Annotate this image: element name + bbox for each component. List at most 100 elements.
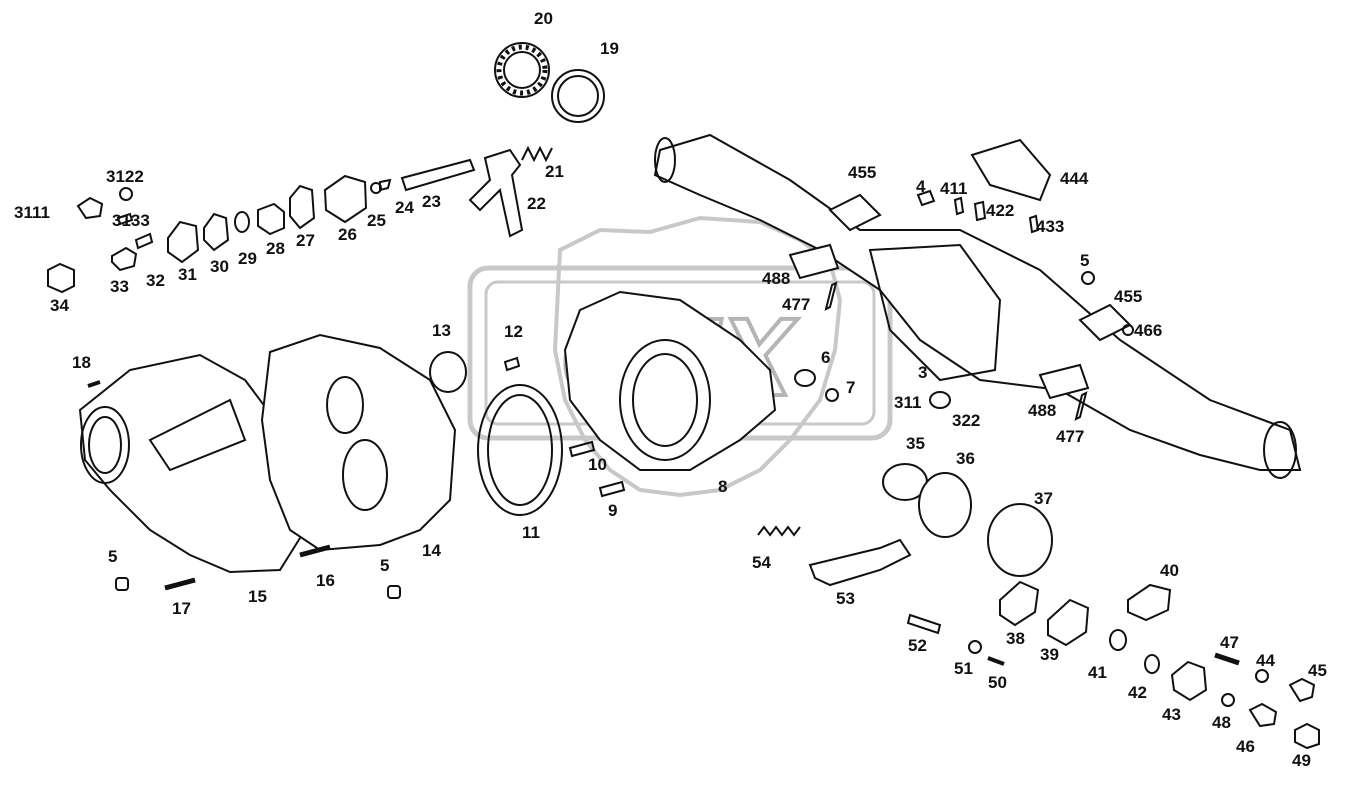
callout-49[interactable]: 49: [1292, 751, 1311, 770]
bolt-47: [1214, 652, 1240, 666]
callout-21[interactable]: 21: [545, 162, 564, 181]
switch-33: [111, 246, 138, 272]
callout-18[interactable]: 18: [72, 353, 91, 372]
callout-488a[interactable]: 488: [762, 269, 791, 288]
callout-23[interactable]: 23: [422, 192, 441, 211]
callout-47[interactable]: 47: [1220, 633, 1239, 652]
bolt-411: [953, 196, 965, 216]
callout-5c[interactable]: 5: [1080, 251, 1090, 270]
callout-45[interactable]: 45: [1308, 661, 1327, 680]
callout-44[interactable]: 44: [1256, 651, 1275, 670]
callout-43[interactable]: 43: [1162, 705, 1181, 724]
callout-31[interactable]: 31: [178, 265, 197, 284]
callout-20[interactable]: 20: [534, 9, 553, 28]
callout-5b[interactable]: 5: [380, 556, 390, 575]
callout-33[interactable]: 33: [110, 277, 129, 296]
housing-14: [260, 333, 457, 552]
callout-433[interactable]: 433: [1036, 217, 1065, 236]
bushing-311: [929, 391, 951, 409]
callout-488b[interactable]: 488: [1028, 401, 1057, 420]
callout-7[interactable]: 7: [846, 378, 856, 397]
callout-3133[interactable]: 3133: [112, 211, 150, 230]
callout-3111[interactable]: 3111: [14, 203, 50, 222]
callout-46[interactable]: 46: [1236, 737, 1255, 756]
callout-39[interactable]: 39: [1040, 645, 1059, 664]
bolt-17: [164, 577, 196, 591]
callout-51[interactable]: 51: [954, 659, 973, 678]
callout-27[interactable]: 27: [296, 231, 315, 250]
callout-54[interactable]: 54: [752, 553, 771, 572]
callout-14[interactable]: 14: [422, 541, 441, 560]
callout-42[interactable]: 42: [1128, 683, 1147, 702]
callout-37[interactable]: 37: [1034, 489, 1053, 508]
callout-12[interactable]: 12: [504, 322, 523, 341]
callout-466[interactable]: 466: [1134, 321, 1163, 340]
callout-455a[interactable]: 455: [848, 163, 877, 182]
callout-40[interactable]: 40: [1160, 561, 1179, 580]
callout-30[interactable]: 30: [210, 257, 229, 276]
bracket-488a: [788, 243, 840, 280]
callout-444[interactable]: 444: [1060, 169, 1089, 188]
switch-46: [1248, 702, 1278, 728]
spring-21: [521, 145, 553, 163]
callout-3122[interactable]: 3122: [106, 167, 144, 186]
callout-422[interactable]: 422: [986, 201, 1015, 220]
plug-34: [47, 262, 75, 294]
callout-19[interactable]: 19: [600, 39, 619, 58]
ball-51: [968, 640, 982, 654]
gasket-11: [477, 384, 563, 516]
callout-5a[interactable]: 5: [108, 547, 118, 566]
oring-42: [1144, 654, 1160, 674]
ring-part-19: [551, 69, 605, 123]
callout-17[interactable]: 17: [172, 599, 191, 618]
callout-15[interactable]: 15: [248, 587, 267, 606]
callout-16[interactable]: 16: [316, 571, 335, 590]
callout-36[interactable]: 36: [956, 449, 975, 468]
callout-52[interactable]: 52: [908, 636, 927, 655]
washer-3122: [119, 187, 133, 201]
bracket-455a: [828, 193, 882, 232]
callout-9[interactable]: 9: [608, 501, 618, 520]
spring-54: [757, 525, 801, 537]
switch-45: [1288, 677, 1316, 703]
callout-477a[interactable]: 477: [782, 295, 811, 314]
callout-35[interactable]: 35: [906, 434, 925, 453]
callout-34[interactable]: 34: [50, 296, 69, 315]
callout-41[interactable]: 41: [1088, 663, 1107, 682]
callout-38[interactable]: 38: [1006, 629, 1025, 648]
callout-26[interactable]: 26: [338, 225, 357, 244]
callout-32[interactable]: 32: [146, 271, 165, 290]
bolt-16: [299, 544, 331, 558]
ball-25: [370, 182, 382, 194]
callout-13[interactable]: 13: [432, 321, 451, 340]
callout-50[interactable]: 50: [988, 673, 1007, 692]
callout-29[interactable]: 29: [238, 249, 257, 268]
bolt-477b: [1074, 391, 1088, 421]
gear-37: [987, 503, 1053, 577]
callout-311[interactable]: 311: [894, 393, 922, 412]
callout-3[interactable]: 3: [918, 363, 928, 382]
shaft-23: [400, 158, 476, 192]
shift-fork-22: [468, 148, 524, 238]
bushing-13: [429, 351, 467, 393]
callout-53[interactable]: 53: [836, 589, 855, 608]
callout-8[interactable]: 8: [718, 477, 728, 496]
callout-10[interactable]: 10: [588, 455, 607, 474]
pin-12: [503, 356, 521, 372]
callout-25[interactable]: 25: [367, 211, 386, 230]
callout-477b[interactable]: 477: [1056, 427, 1085, 446]
callout-411[interactable]: 411: [940, 179, 968, 198]
callout-48[interactable]: 48: [1212, 713, 1231, 732]
callout-28[interactable]: 28: [266, 239, 285, 258]
callout-24[interactable]: 24: [395, 198, 414, 217]
bolt-10: [568, 440, 596, 458]
bolt-433: [1028, 214, 1040, 234]
callout-22[interactable]: 22: [527, 194, 546, 213]
gasket-30: [203, 212, 230, 252]
callout-6[interactable]: 6: [821, 348, 831, 367]
callout-455b[interactable]: 455: [1114, 287, 1143, 306]
callout-4[interactable]: 4: [916, 177, 926, 196]
callout-11[interactable]: 11: [522, 523, 540, 542]
callout-322[interactable]: 322: [952, 411, 981, 430]
